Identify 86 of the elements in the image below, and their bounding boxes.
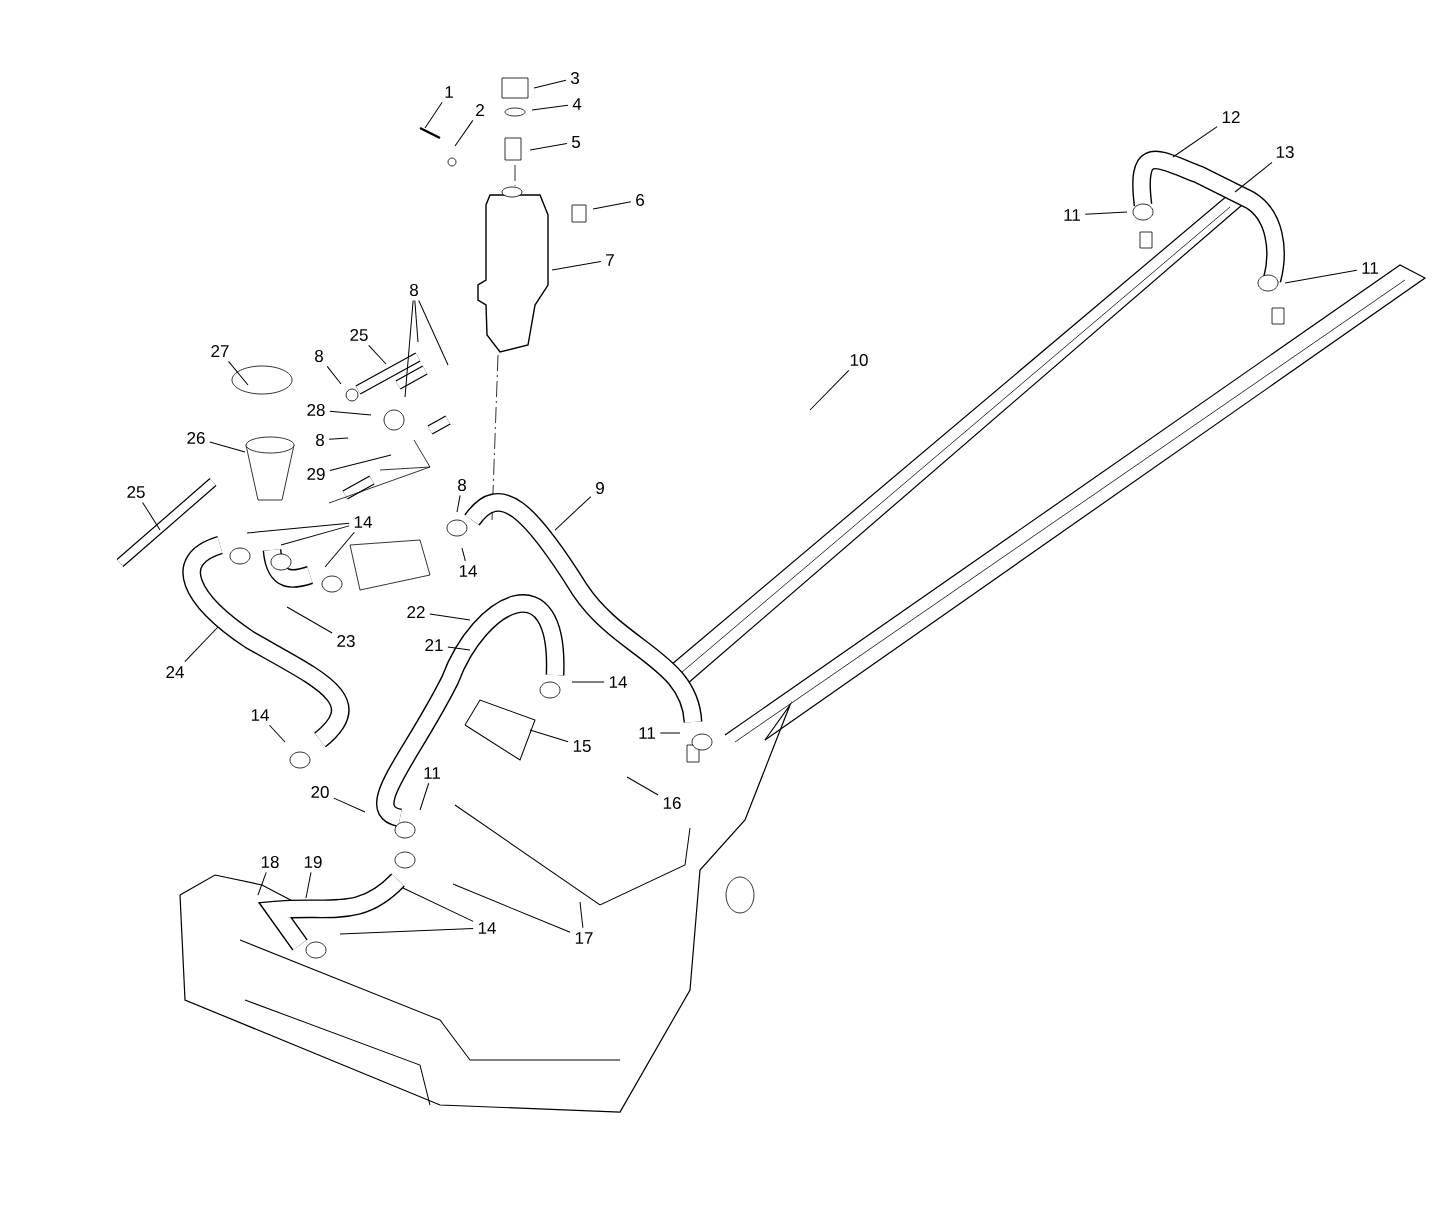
callout-number: 2 xyxy=(476,104,484,116)
callout-number: 11 xyxy=(424,767,440,779)
callout-number: 14 xyxy=(354,516,372,528)
callout-number: 10 xyxy=(850,354,868,366)
callout-number: 23 xyxy=(337,635,355,647)
leader-line xyxy=(269,724,286,743)
leader-line xyxy=(554,496,592,531)
leader-line xyxy=(452,883,571,933)
leader-line xyxy=(286,606,333,634)
leader-line xyxy=(324,531,355,568)
leader-line xyxy=(305,871,312,899)
leader-line xyxy=(529,729,569,743)
leader-line xyxy=(626,776,659,796)
leader-line xyxy=(339,928,474,935)
leader-line xyxy=(429,613,471,621)
callout-number: 8 xyxy=(410,284,418,296)
callout-number: 25 xyxy=(350,329,368,341)
callout-number: 14 xyxy=(478,922,496,934)
leader-line xyxy=(142,501,161,531)
callout-number: 1 xyxy=(445,86,453,98)
leader-line xyxy=(333,797,366,813)
leader-line xyxy=(404,299,414,398)
leader-line xyxy=(402,887,474,922)
callout-number: 7 xyxy=(606,254,614,266)
callout-number: 5 xyxy=(571,136,581,148)
callout-number: 9 xyxy=(596,482,604,494)
leader-line xyxy=(592,201,632,210)
leader-line xyxy=(1172,126,1218,158)
callout-number: 20 xyxy=(311,786,329,798)
callout-number: 28 xyxy=(307,404,325,416)
leader-line xyxy=(329,410,372,416)
leader-line xyxy=(328,437,349,440)
leader-line xyxy=(551,261,602,271)
callout-number: 8 xyxy=(316,434,324,446)
leader-line xyxy=(447,646,471,651)
leader-line xyxy=(1234,161,1273,193)
leader-line xyxy=(246,522,350,534)
leader-line xyxy=(368,344,387,365)
callout-number: 21 xyxy=(425,639,443,651)
leader-line xyxy=(454,119,474,147)
callout-number: 12 xyxy=(1222,111,1240,123)
leader-line xyxy=(414,299,419,343)
leader-line xyxy=(257,871,267,896)
leader-line xyxy=(184,626,219,663)
leader-line xyxy=(1084,211,1128,215)
callout-number: 13 xyxy=(1276,146,1294,158)
leader-line xyxy=(1284,269,1358,284)
leader-line xyxy=(209,441,246,453)
callout-number: 19 xyxy=(304,856,322,868)
callout-number: 14 xyxy=(251,709,269,721)
leader-line xyxy=(280,525,350,546)
callout-number: 15 xyxy=(573,740,591,752)
callout-number: 26 xyxy=(187,432,205,444)
leader-line xyxy=(461,547,466,562)
callout-number: 8 xyxy=(315,350,323,362)
callout-number: 27 xyxy=(211,345,229,357)
leader-line xyxy=(659,732,681,734)
leader-line xyxy=(531,104,569,111)
callout-number: 24 xyxy=(166,666,184,678)
leader-line xyxy=(533,79,567,89)
leader-line xyxy=(456,494,461,513)
callout-number: 29 xyxy=(307,468,325,480)
callout-number: 16 xyxy=(663,797,681,809)
callout-number: 18 xyxy=(261,856,279,868)
callout-number: 14 xyxy=(609,676,627,688)
callout-number: 25 xyxy=(127,486,145,498)
leader-line xyxy=(419,782,430,811)
callout-number: 3 xyxy=(570,72,579,84)
leader-line xyxy=(579,901,584,929)
leader-line xyxy=(571,681,605,683)
callout-number: 22 xyxy=(407,606,425,618)
callout-number: 11 xyxy=(1064,209,1080,221)
callout-number: 11 xyxy=(639,727,655,739)
leader-line xyxy=(418,299,449,366)
leader-line xyxy=(809,369,850,411)
leader-line xyxy=(424,101,443,129)
callout-number: 6 xyxy=(636,194,644,206)
leader-line xyxy=(228,360,249,386)
callout-number: 8 xyxy=(458,479,466,491)
leader-line xyxy=(329,454,392,471)
leader-line xyxy=(326,365,342,385)
callout-number: 14 xyxy=(459,565,477,577)
callout-number: 4 xyxy=(572,98,582,110)
callout-number: 11 xyxy=(1362,262,1378,274)
callout-number: 17 xyxy=(575,932,593,944)
leader-line xyxy=(529,143,568,151)
